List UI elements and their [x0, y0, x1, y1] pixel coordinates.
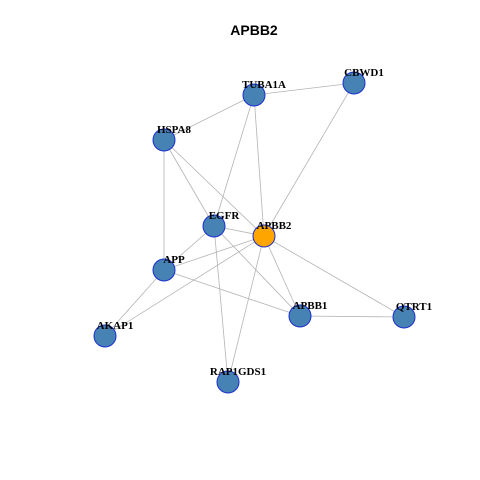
node-label: APBB2	[257, 220, 292, 232]
graph-title: APBB2	[230, 22, 278, 38]
edge-egfr-apbb1	[213, 225, 301, 317]
edge-tuba1a-apbb2	[253, 94, 265, 237]
node-egfr: EGFR	[202, 210, 241, 238]
edge-tuba1a-cbwd1	[253, 82, 355, 96]
node-app: APP	[152, 254, 185, 282]
node-circle	[152, 128, 176, 152]
edge-app-apbb1	[163, 269, 301, 317]
node-circle	[342, 71, 366, 95]
node-circle	[202, 214, 226, 238]
edge-hspa8-apbb2	[163, 139, 265, 237]
node-label: AKAP1	[97, 320, 134, 332]
node-label: CBWD1	[344, 67, 384, 79]
edge-app-akap1	[104, 269, 165, 337]
edge-apbb2-akap1	[104, 235, 265, 337]
node-label: EGFR	[209, 210, 241, 222]
node-circle	[93, 324, 117, 348]
node-tuba1a: TUBA1A	[242, 79, 286, 107]
edge-apbb2-rap1gds1	[227, 235, 265, 383]
node-qtrt1: QTRT1	[392, 301, 432, 329]
node-hspa8: HSPA8	[152, 124, 192, 152]
edge-cbwd1-apbb2	[263, 82, 355, 237]
node-label: APP	[163, 254, 185, 266]
node-rap1gds1: RAP1GDS1	[210, 366, 266, 394]
node-circle	[242, 83, 266, 107]
node-circle	[252, 224, 276, 248]
node-cbwd1: CBWD1	[342, 67, 384, 95]
node-apbb1: APBB1	[288, 300, 328, 328]
node-circle	[392, 305, 416, 329]
edge-apbb1-qtrt1	[299, 315, 405, 318]
node-akap1: AKAP1	[93, 320, 134, 348]
node-label: APBB1	[293, 300, 328, 312]
node-circle	[288, 304, 312, 328]
edge-apbb2-app	[163, 235, 265, 271]
node-label: RAP1GDS1	[210, 366, 266, 378]
node-label: TUBA1A	[242, 79, 286, 91]
edge-apbb2-apbb1	[263, 235, 301, 317]
node-circle	[216, 370, 240, 394]
edge-apbb2-qtrt1	[263, 235, 405, 318]
edge-tuba1a-hspa8	[163, 94, 255, 141]
node-label: QTRT1	[396, 301, 432, 313]
edge-egfr-rap1gds1	[213, 225, 229, 383]
edge-hspa8-egfr	[163, 139, 215, 227]
edge-tuba1a-egfr	[213, 94, 255, 227]
node-apbb2: APBB2	[252, 220, 292, 248]
node-label: HSPA8	[157, 124, 192, 136]
edge-layer	[104, 82, 405, 383]
node-circle	[152, 258, 176, 282]
